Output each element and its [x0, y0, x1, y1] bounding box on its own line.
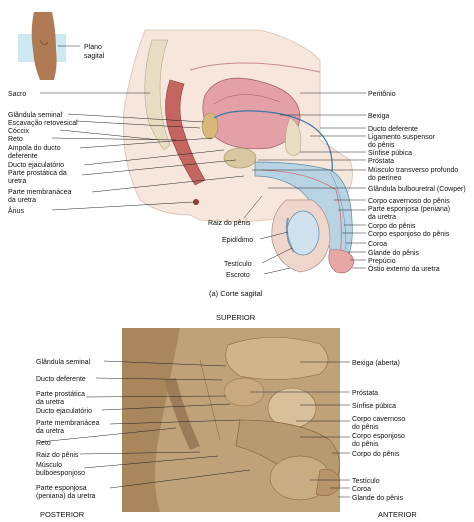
figure-a-bottom-labels: Raiz do pênis Epidídimo Testículo Escrot…: [208, 220, 263, 298]
photo-label-corpo-cavernoso: Corpo cavernoso: [352, 416, 405, 423]
label-prostata: Próstata: [368, 158, 394, 165]
figure-a-right-labels: Peritônio Bexiga Ducto deferente Ligamen…: [368, 91, 466, 273]
photo-label-parte-membranacea: Parte membranácea: [36, 420, 100, 427]
label-ducto-deferente: Ducto deferente: [368, 126, 418, 133]
label-glandula-bulbouretral: Glândula bulbouretral (Cowper): [368, 186, 466, 193]
label-parte-prostatica: Parte prostática da: [8, 170, 67, 177]
label-ostio-externo: Óstio externo da uretra: [368, 264, 440, 273]
label-ampola-do-ducto: Ampola do ducto: [8, 145, 61, 152]
label-uretra: uretra: [8, 178, 26, 185]
label-da-uretra: da uretra: [8, 197, 36, 204]
label-ducto-ejaculatorio: Ducto ejaculatório: [8, 162, 64, 169]
label-posterior: POSTERIOR: [40, 510, 85, 519]
photo-label-raiz-do-penis: Raiz do pênis: [36, 452, 79, 459]
label-corpo-do-penis: Corpo do pênis: [368, 223, 416, 230]
label-epididimo: Epidídimo: [222, 237, 253, 244]
label-do-perineo: do períneo: [368, 175, 402, 182]
figure-a-caption: (a) Corte sagital: [209, 289, 263, 298]
prostate-shape: [223, 147, 257, 169]
label-deferente: deferente: [8, 153, 38, 160]
pubic-symphysis-shape: [285, 117, 302, 156]
label-peritonio: Peritônio: [368, 91, 396, 98]
photo-label-corpo-esponjoso: Corpo esponjoso: [352, 433, 405, 440]
photo-label-ducto-ejaculatorio: Ducto ejaculatório: [36, 408, 92, 415]
photo-label-corpo-do-penis: Corpo do pênis: [352, 451, 400, 458]
photo-label-musculo: Músculo: [36, 462, 62, 469]
label-testiculo: Testículo: [224, 261, 252, 268]
label-da-uretra-right: da uretra: [368, 214, 396, 221]
label-glande: Glande do pênis: [368, 250, 419, 257]
photo-label-prostata: Próstata: [352, 390, 378, 397]
label-anus: Ânus: [8, 206, 24, 215]
label-superior: SUPERIOR: [216, 313, 256, 322]
label-raiz-do-penis: Raiz do pênis: [208, 220, 251, 227]
photo-label-da-uretra-1: da uretra: [36, 399, 64, 406]
label-escroto: Escroto: [226, 272, 250, 279]
sagittal-illustration: [122, 29, 355, 274]
photo-label-parte-prostatica: Parte prostática: [36, 391, 85, 398]
seminal-gland-shape: [201, 112, 219, 140]
label-parte-membranacea: Parte membranácea: [8, 189, 72, 196]
inset-label-2: sagital: [84, 53, 105, 60]
photo-label-parte-esponjosa: Parte esponjosa: [36, 485, 87, 492]
sagittal-plane-inset: Plano sagital: [18, 12, 105, 80]
label-corpo-esponjoso: Corpo esponjoso do pênis: [368, 231, 450, 238]
label-ligamento-suspensor: Ligamento suspensor: [368, 134, 436, 141]
photo-glans: [315, 469, 341, 496]
photo-label-do-penis-1: do pênis: [352, 424, 379, 431]
photo-label-glande: Glande do pênis: [352, 495, 403, 502]
photo-label-coroa: Coroa: [352, 486, 371, 493]
label-coroa: Coroa: [368, 241, 387, 248]
photo-rectum: [164, 378, 200, 450]
anus-marker: [193, 199, 199, 205]
label-reto: Reto: [8, 136, 23, 143]
photo-bladder: [225, 336, 329, 380]
sacrum-shape: [144, 39, 171, 151]
figure-b-left-labels: Glândula seminal Ducto deferente Parte p…: [36, 359, 100, 500]
photo-label-bulboesponjoso: bulboesponjoso: [36, 470, 85, 477]
label-sacro: Sacro: [8, 91, 26, 98]
label-glandula-seminal: Glândula seminal: [8, 112, 63, 119]
label-do-penis: do pênis: [368, 142, 395, 149]
photo-label-testiculo: Testículo: [352, 478, 380, 485]
figure-a-leaders: [40, 92, 366, 275]
photo-label-peniana-uretra: (peniana) da uretra: [36, 493, 96, 500]
label-corpo-cavernoso: Corpo cavernoso do pênis: [368, 198, 450, 205]
glans-shape: [328, 249, 355, 274]
photo-label-reto: Reto: [36, 440, 51, 447]
cadaver-photo: [122, 328, 341, 512]
figure-b-leaders: [39, 360, 350, 498]
photo-label-sinfise-pubica: Sínfise púbica: [352, 403, 396, 410]
figure-a-left-labels: Sacro Glândula seminal Escavação retoves…: [8, 91, 78, 215]
label-parte-esponjosa: Parte esponjosa (peniana): [368, 206, 450, 213]
photo-label-ducto-deferente: Ducto deferente: [36, 376, 86, 383]
photo-label-da-uretra-2: da uretra: [36, 428, 64, 435]
label-anterior: ANTERIOR: [378, 510, 417, 519]
label-coccix: Cóccix: [8, 128, 30, 135]
photo-label-do-penis-2: do pênis: [352, 441, 379, 448]
label-sinfise-pubica: Sínfise púbica: [368, 150, 412, 157]
label-prepucio: Prepúcio: [368, 258, 396, 265]
label-escavacao-retovesical: Escavação retovesical: [8, 120, 78, 127]
figure-b-right-labels: Bexiga (aberta) Próstata Sínfise púbica …: [352, 360, 405, 502]
inset-label-1: Plano: [84, 44, 102, 51]
label-musculo-transverso: Músculo transverso profundo: [368, 167, 458, 174]
epididymis-shape: [285, 217, 295, 253]
photo-label-glandula-seminal: Glândula seminal: [36, 359, 91, 366]
urethra-line: [261, 169, 342, 259]
photo-label-bexiga: Bexiga (aberta): [352, 360, 400, 367]
label-bexiga: Bexiga: [368, 113, 390, 120]
body-silhouette: [31, 12, 57, 80]
